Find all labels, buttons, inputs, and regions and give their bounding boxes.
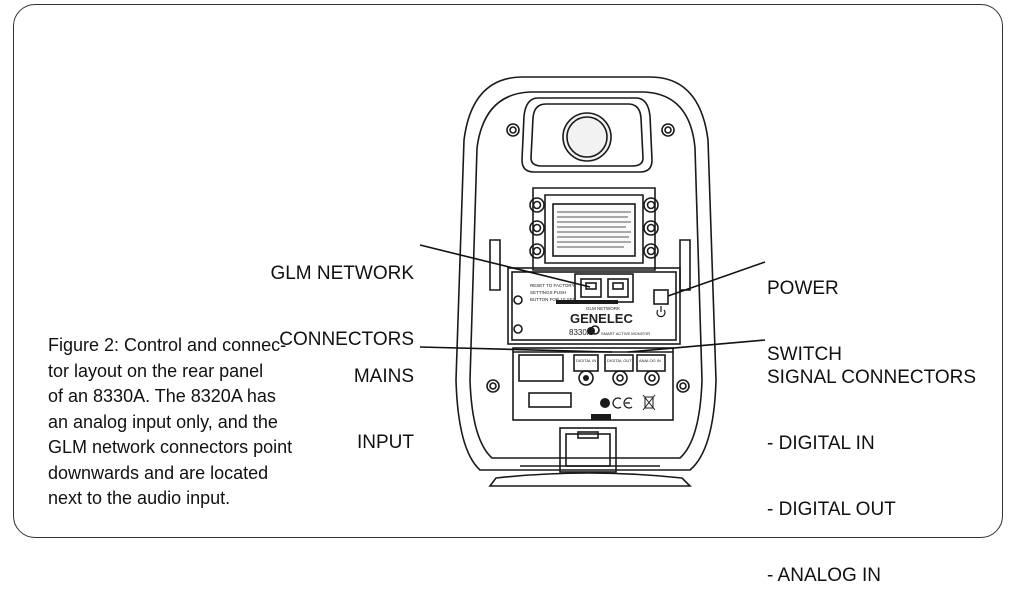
panel-reset-note-3: BUTTON FOR 10 SEC	[530, 297, 577, 302]
caption-line-5: GLM network connectors point	[48, 437, 293, 457]
panel-model-subtitle: SMART ACTIVE MONITOR	[601, 331, 650, 336]
caption-line-4: an analog input only, and the	[48, 411, 278, 432]
callout-mains-input: MAINS INPUT	[340, 322, 414, 476]
ce-mark-icon	[612, 397, 633, 409]
bass-port	[521, 97, 653, 173]
caption-line-3: of an 8330A. The 8320A has	[48, 386, 276, 406]
control-panel	[507, 267, 681, 345]
panel-reset-note-1: RESET TO FACTORY	[530, 283, 575, 288]
digital-out-connector	[612, 370, 628, 386]
panel-reset-note-2: SETTINGS PUSH	[530, 290, 566, 295]
enclosure-inner-outline	[469, 91, 703, 459]
figure-caption: Figure 2: Control and connec- tor layout…	[48, 333, 330, 512]
connector-label-analog-in: ANALOG IN	[639, 358, 661, 363]
panel-brand: GENELEC	[570, 311, 633, 326]
caption-line-6: downwards and are located	[48, 462, 269, 483]
callout-signal-connectors-line-2: - DIGITAL IN	[767, 433, 875, 454]
callout-signal-connectors-line-1: SIGNAL CONNECTORS	[767, 367, 977, 388]
callout-mains-input-line-2: INPUT	[357, 432, 414, 453]
panel-logo-icon	[587, 327, 595, 335]
leader-glm-network	[419, 244, 591, 288]
leader-mains-input	[419, 346, 613, 353]
caption-line-7: next to the audio input.	[48, 488, 231, 508]
enclosure-outline	[455, 76, 717, 471]
callout-signal-connectors: SIGNAL CONNECTORS - DIGITAL IN - DIGITAL…	[767, 323, 976, 609]
digital-in-connector	[578, 370, 594, 386]
callout-glm-network-line-1: GLM NETWORK	[270, 263, 414, 284]
power-icon	[656, 306, 666, 318]
callout-signal-connectors-line-3: - DIGITAL OUT	[767, 499, 896, 520]
panel-model: 8330A	[569, 328, 593, 337]
info-plate-frame	[532, 187, 656, 271]
analog-in-connector	[644, 370, 660, 386]
callout-glm-network-line-2: CONNECTORS	[279, 329, 414, 350]
leader-power-switch	[667, 261, 766, 297]
callout-power-switch: POWER SWITCH	[767, 234, 842, 388]
callout-signal-connectors-line-4: - ANALOG IN	[767, 565, 882, 586]
stand-base	[488, 472, 692, 487]
figure-frame	[13, 4, 1003, 538]
leader-signal-connectors	[627, 339, 766, 353]
panel-network-label: GLM NETWORK	[586, 306, 620, 311]
weee-bin-icon	[642, 394, 656, 411]
connector-label-digital-in: DIGITAL IN	[576, 358, 596, 363]
connector-label-digital-out: DIGITAL OUT	[607, 358, 632, 363]
glm-logo-icon	[600, 398, 610, 408]
callout-power-switch-line-2: SWITCH	[767, 344, 842, 365]
caption-line-1: Figure 2: Control and connec-	[48, 335, 287, 355]
mount-bracket	[559, 427, 617, 473]
callout-mains-input-line-1: MAINS	[353, 366, 414, 387]
callout-glm-network: GLM NETWORK CONNECTORS	[264, 219, 414, 373]
caption-line-2: tor layout on the rear panel	[48, 360, 264, 381]
speaker-rear-panel-diagram: GENELEC 8330A SMART ACTIVE MONITOR GLM N…	[419, 76, 766, 487]
callout-power-switch-line-1: POWER	[767, 278, 839, 299]
power-switch	[653, 289, 669, 305]
